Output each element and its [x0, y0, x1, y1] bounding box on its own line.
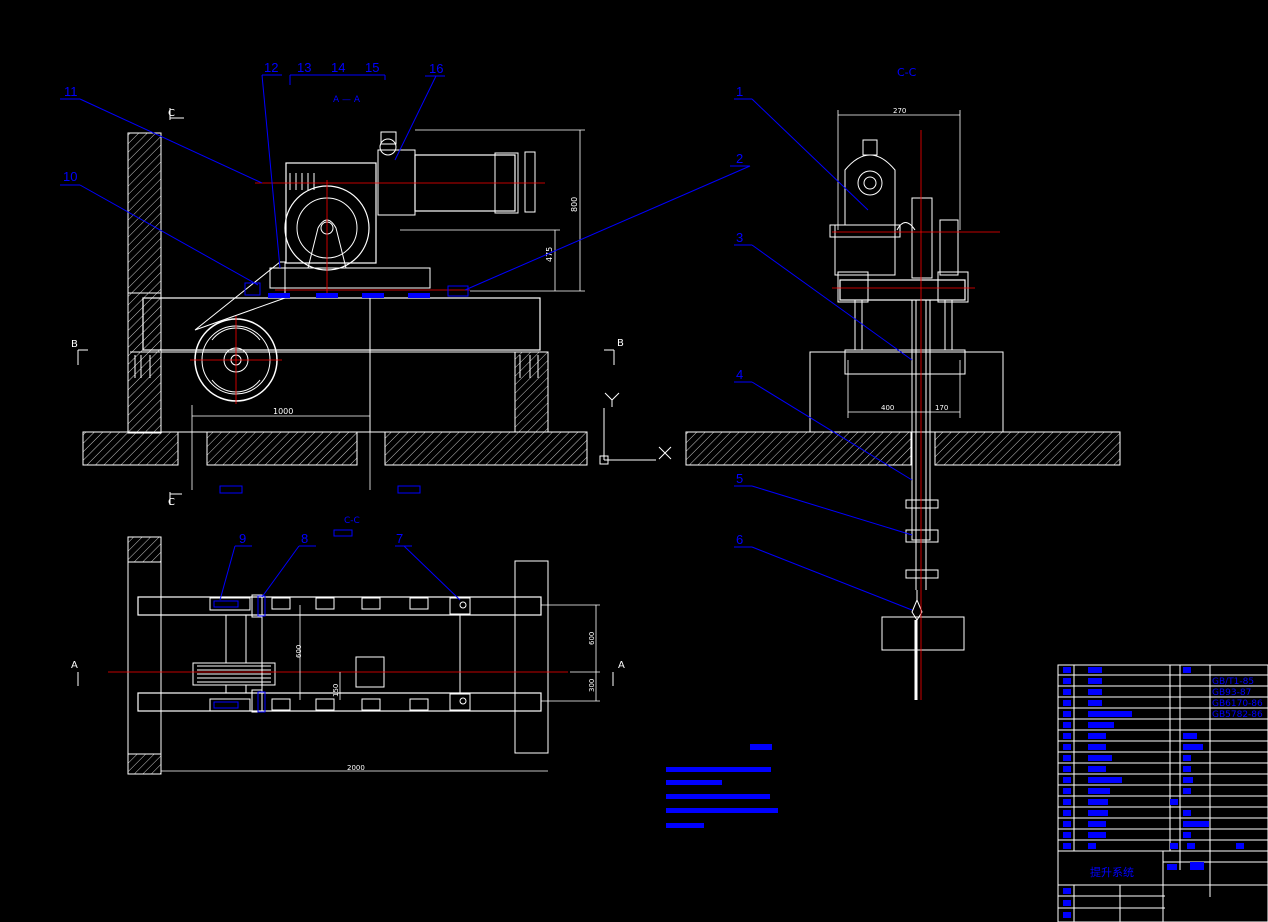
- side-view: C-C: [685, 66, 1121, 700]
- plan-view: C-C: [71, 516, 625, 775]
- dim-width-base: 1000: [273, 407, 293, 416]
- base-bolts: [244, 282, 469, 298]
- title-block-std-1: GB/T1-85: [1212, 677, 1254, 687]
- section-mark-a-left: A: [71, 660, 78, 671]
- dim-height-axis: 475: [545, 247, 554, 262]
- callout-15: 15: [365, 60, 379, 75]
- callout-10: 10: [63, 169, 77, 184]
- technical-notes: [666, 744, 778, 828]
- callout-6: 6: [736, 532, 743, 547]
- callout-14: 14: [331, 60, 345, 75]
- side-foundation: [809, 351, 1004, 433]
- ground-slab-left: [82, 431, 179, 466]
- dim-plan-small: 150: [332, 684, 340, 697]
- dim-height-overall: 800: [570, 197, 579, 212]
- sheave-wheel: [190, 316, 282, 404]
- section-mark-b-right: B: [617, 338, 624, 349]
- callout-13: 13: [297, 60, 311, 75]
- main-elevation-view: 800 475 1000 C C B B A — A: [71, 95, 624, 508]
- callout-7: 7: [396, 531, 403, 546]
- side-ground-slab: [685, 431, 912, 466]
- main-dimensions: [191, 129, 585, 490]
- title-block-drawing-title: 提升系统: [1090, 866, 1134, 879]
- callout-12: 12: [264, 60, 278, 75]
- foundation-block: [160, 351, 516, 433]
- section-mark-b-left: B: [71, 339, 78, 350]
- callout-16: 16: [429, 61, 443, 76]
- title-block-cell-marks: [1063, 667, 1244, 918]
- callout-4: 4: [736, 367, 743, 382]
- callout-11: 11: [64, 84, 78, 99]
- ground-slab-mid: [206, 431, 358, 466]
- view-label-c-c-side: C-C: [897, 66, 917, 79]
- title-block: [1057, 664, 1268, 922]
- callout-8: 8: [301, 531, 308, 546]
- plan-left-wall-lower: [127, 753, 162, 775]
- base-frame-beam: [142, 297, 541, 351]
- callout-leaders-side: [734, 98, 913, 611]
- title-block-std-3: GB6170-86: [1212, 699, 1263, 709]
- section-mark-c-bottom: C: [168, 497, 175, 508]
- view-label-c-c-plan: C-C: [344, 516, 360, 526]
- callout-3: 3: [736, 230, 743, 245]
- callout-leaders-main: [60, 74, 751, 291]
- ground-slab-right: [384, 431, 588, 466]
- dim-side-base-right: 170: [935, 404, 948, 412]
- title-block-std-4: GB5782-86: [1212, 710, 1263, 720]
- callout-2: 2: [736, 151, 743, 166]
- title-block-std-2: GB93-87: [1212, 688, 1251, 698]
- callout-5: 5: [736, 471, 743, 486]
- section-mark-a-right: A: [618, 660, 625, 671]
- dim-plan-inner: 600: [295, 645, 303, 658]
- left-wall-hatched: [127, 132, 162, 294]
- dim-plan-overall: 2000: [347, 764, 365, 772]
- dim-plan-half: 300: [588, 679, 596, 692]
- callout-1: 1: [736, 84, 743, 99]
- plan-left-wall: [127, 536, 162, 563]
- view-label-a-a: A — A: [333, 95, 361, 105]
- dim-side-base-left: 400: [881, 404, 894, 412]
- callout-9: 9: [239, 531, 246, 546]
- dim-plan-center: 600: [588, 632, 596, 645]
- callout-leaders-plan: [219, 545, 461, 601]
- left-wall-lower: [127, 292, 162, 434]
- side-ground-slab-right: [934, 431, 1121, 466]
- ucs-axis-icon: [599, 392, 672, 465]
- section-mark-c-top: C: [168, 108, 175, 119]
- dim-side-top: 270: [893, 107, 906, 115]
